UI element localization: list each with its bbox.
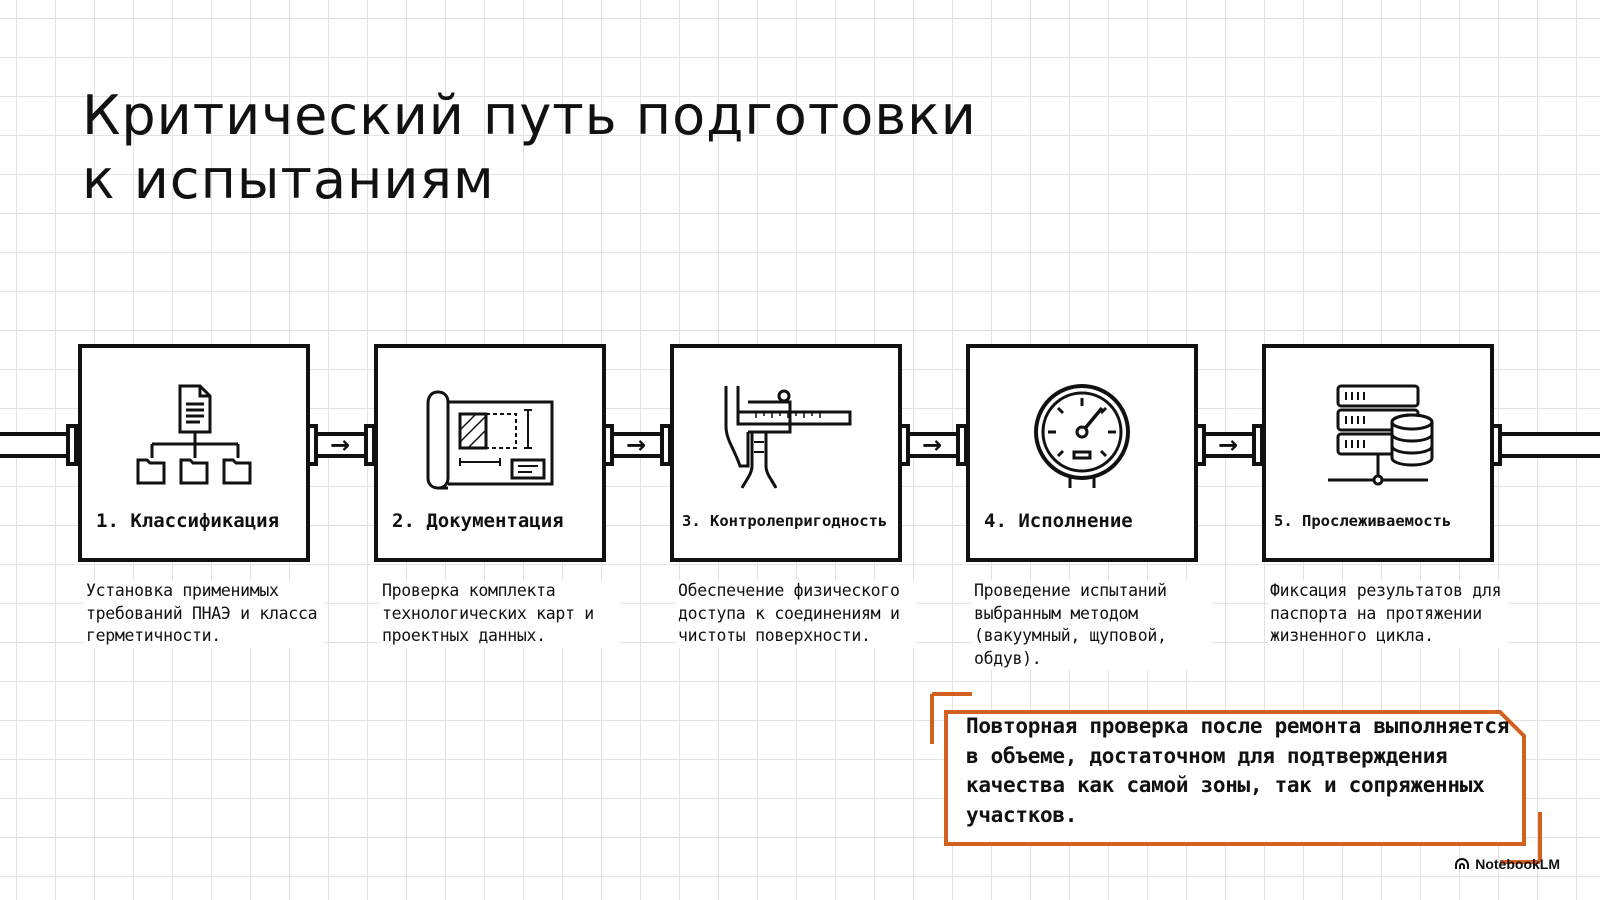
stage-description: Проверка комплекта технологических карт …	[380, 580, 620, 648]
arrow-right-icon: →	[1217, 431, 1239, 459]
pipe-left-inlet	[0, 432, 68, 458]
pressure-gauge-icon	[1034, 384, 1130, 488]
stage-description: Установка применимых требований ПНАЭ и к…	[84, 580, 324, 648]
stage-box-traceability: 5. Прослеживаемость	[1262, 344, 1494, 562]
stage-label: 4. Исполнение	[984, 510, 1133, 532]
stage-box-execution: 4. Исполнение	[966, 344, 1198, 562]
brand-watermark: NotebookLM	[1454, 856, 1560, 872]
callout-text: Повторная проверка после ремонта выполня…	[966, 714, 1510, 827]
stage-box-inspectability: 3. Контролепригодность	[670, 344, 902, 562]
notebooklm-logo-icon	[1455, 858, 1470, 869]
pipe-segment-4-5	[1198, 432, 1260, 458]
arrow-right-icon: →	[921, 431, 943, 459]
stage-description: Проведение испытаний выбранным методом (…	[972, 580, 1212, 670]
flange	[66, 424, 78, 466]
stage-label: 1. Классификация	[96, 510, 280, 532]
arrow-right-icon: →	[625, 431, 647, 459]
stage-label: 2. Документация	[392, 510, 564, 532]
brand-name: NotebookLM	[1475, 856, 1560, 872]
callout-frame	[930, 692, 1542, 864]
callout-note: Повторная проверка после ремонта выполня…	[930, 692, 1542, 864]
server-database-icon	[1328, 384, 1434, 486]
page-title: Критический путь подготовки к испытаниям	[82, 84, 1182, 212]
blueprint-icon	[426, 390, 554, 490]
pipe-segment-3-4	[902, 432, 964, 458]
arrow-right-icon: →	[329, 431, 351, 459]
caliper-icon	[724, 386, 852, 489]
stage-label: 3. Контролепригодность	[682, 512, 888, 530]
stage-label: 5. Прослеживаемость	[1274, 512, 1452, 530]
document-hierarchy-icon	[136, 384, 252, 485]
pipe-segment-2-3	[606, 432, 668, 458]
stage-description: Обеспечение физического доступа к соедин…	[676, 580, 916, 648]
title-line-1: Критический путь подготовки	[82, 84, 977, 147]
stage-box-documentation: 2. Документация	[374, 344, 606, 562]
title-line-2: к испытаниям	[82, 148, 495, 211]
pipe-segment-1-2	[310, 432, 372, 458]
stage-box-classification: 1. Классификация	[78, 344, 310, 562]
stage-description: Фиксация результатов для паспорта на про…	[1268, 580, 1508, 648]
pipe-right-outlet	[1498, 432, 1600, 458]
